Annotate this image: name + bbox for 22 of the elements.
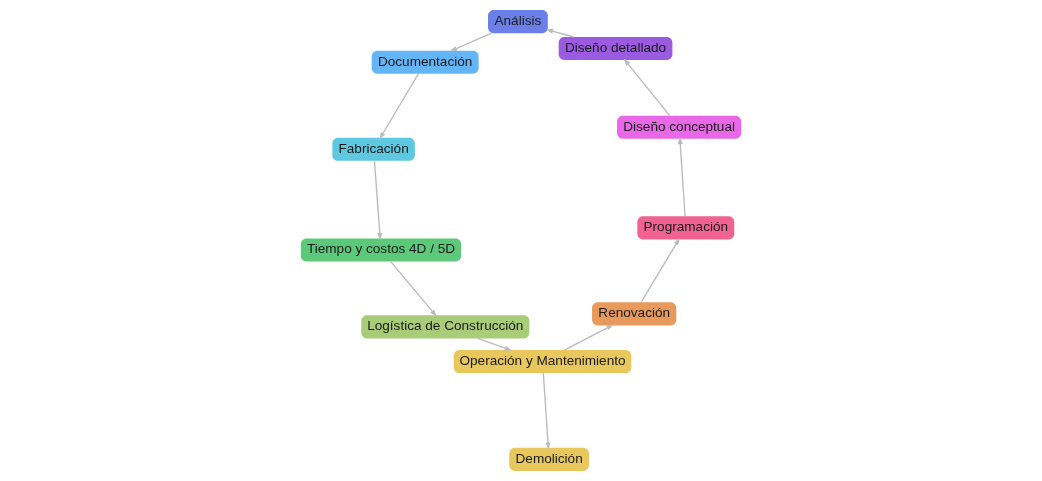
arrow — [449, 32, 493, 52]
node-box: Documentación — [371, 50, 479, 74]
arrow — [373, 160, 383, 241]
arrow — [564, 324, 614, 351]
arrow — [379, 73, 419, 140]
node-box: Logística de Construcción — [361, 315, 530, 339]
arrow — [640, 237, 680, 303]
arrow — [623, 58, 671, 117]
arrow — [542, 372, 551, 450]
node-box: Diseño detallado — [558, 36, 673, 60]
node-box: Tiempo y costos 4D / 5D — [300, 238, 462, 262]
node-box: Diseño conceptual — [617, 115, 742, 139]
arrow — [390, 260, 437, 317]
arrow — [545, 28, 575, 38]
node-box: Operación y Mantenimiento — [453, 349, 632, 374]
arrow — [477, 337, 512, 351]
node-box: Programación — [637, 216, 735, 240]
node-box: Fabricación — [332, 137, 415, 161]
node-box: Demolición — [509, 447, 589, 471]
node-box: Renovación — [592, 302, 677, 326]
arrow — [677, 136, 686, 217]
node-box: Análisis — [488, 10, 548, 34]
